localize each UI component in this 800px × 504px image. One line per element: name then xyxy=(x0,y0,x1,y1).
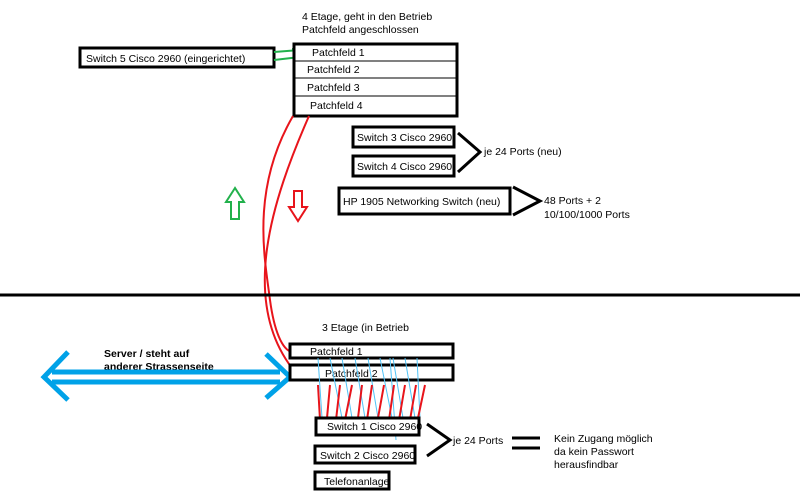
hp-ports-line2: 10/100/1000 Ports xyxy=(544,209,630,221)
switch5-uplink-lines xyxy=(273,48,307,61)
top-patchfeld-3-label: Patchfeld 3 xyxy=(307,82,360,94)
switch1-2-brace xyxy=(426,422,453,458)
bottom-patchfeld-2-label: Patchfeld 2 xyxy=(325,368,378,380)
top-floor-heading-line2: Patchfeld angeschlossen xyxy=(302,24,419,36)
switch1-label: Switch 1 Cisco 2960 xyxy=(327,421,422,433)
switch2-label: Switch 2 Cisco 2960 xyxy=(320,450,415,462)
top-patchfeld-1-label: Patchfeld 1 xyxy=(312,47,365,59)
switch1-box xyxy=(314,416,421,437)
hp-switch-brace xyxy=(512,185,544,217)
switch4-label: Switch 4 Cisco 2960 xyxy=(357,161,452,173)
top-floor-heading-line1: 4 Etage, geht in den Betrieb xyxy=(302,11,432,23)
top-patchfeld-4-label: Patchfeld 4 xyxy=(310,100,363,112)
switch1-2-ports-note: je 24 Ports xyxy=(452,435,503,447)
hp-switch-label: HP 1905 Networking Switch (neu) xyxy=(343,196,500,208)
switch3-box xyxy=(351,125,456,149)
top-patchfeld-stack xyxy=(292,42,459,118)
top-patchfeld-2-label: Patchfeld 2 xyxy=(307,64,360,76)
switch5-label: Switch 5 Cisco 2960 (eingerichtet) xyxy=(86,53,245,65)
up-arrow-icon xyxy=(224,186,246,220)
no-access-note-line3: herausfindbar xyxy=(554,459,619,471)
patch-cables xyxy=(317,357,426,441)
red-uplink-cable xyxy=(263,115,310,369)
server-link-lines xyxy=(52,369,280,385)
hp-switch-box xyxy=(337,186,512,216)
no-access-note-line2: da kein Passwort xyxy=(554,446,634,458)
server-arrow-left-icon xyxy=(40,350,70,402)
bottom-floor-heading: 3 Etage (in Betrieb xyxy=(322,322,409,334)
switch2-box xyxy=(313,444,417,465)
bottom-patchfeld-1-box xyxy=(288,342,455,360)
switch5-box xyxy=(78,46,276,69)
switch3-4-brace xyxy=(456,131,483,174)
down-arrow-icon xyxy=(287,190,309,223)
equals-sign-icon xyxy=(512,436,540,450)
switch3-4-ports-note: je 24 Ports (neu) xyxy=(483,146,562,158)
server-label-line1: Server / steht auf xyxy=(104,348,190,360)
switch3-label: Switch 3 Cisco 2960 xyxy=(357,132,452,144)
no-access-note-line1: Kein Zugang möglich xyxy=(554,433,653,445)
bottom-patchfeld-1-label: Patchfeld 1 xyxy=(310,346,363,358)
hp-ports-line1: 48 Ports + 2 xyxy=(544,195,601,207)
red-uplink-cable xyxy=(262,115,294,353)
telefonanlage-label: Telefonanlage xyxy=(324,476,390,488)
telefonanlage-box xyxy=(313,470,391,491)
switch4-box xyxy=(351,154,456,178)
